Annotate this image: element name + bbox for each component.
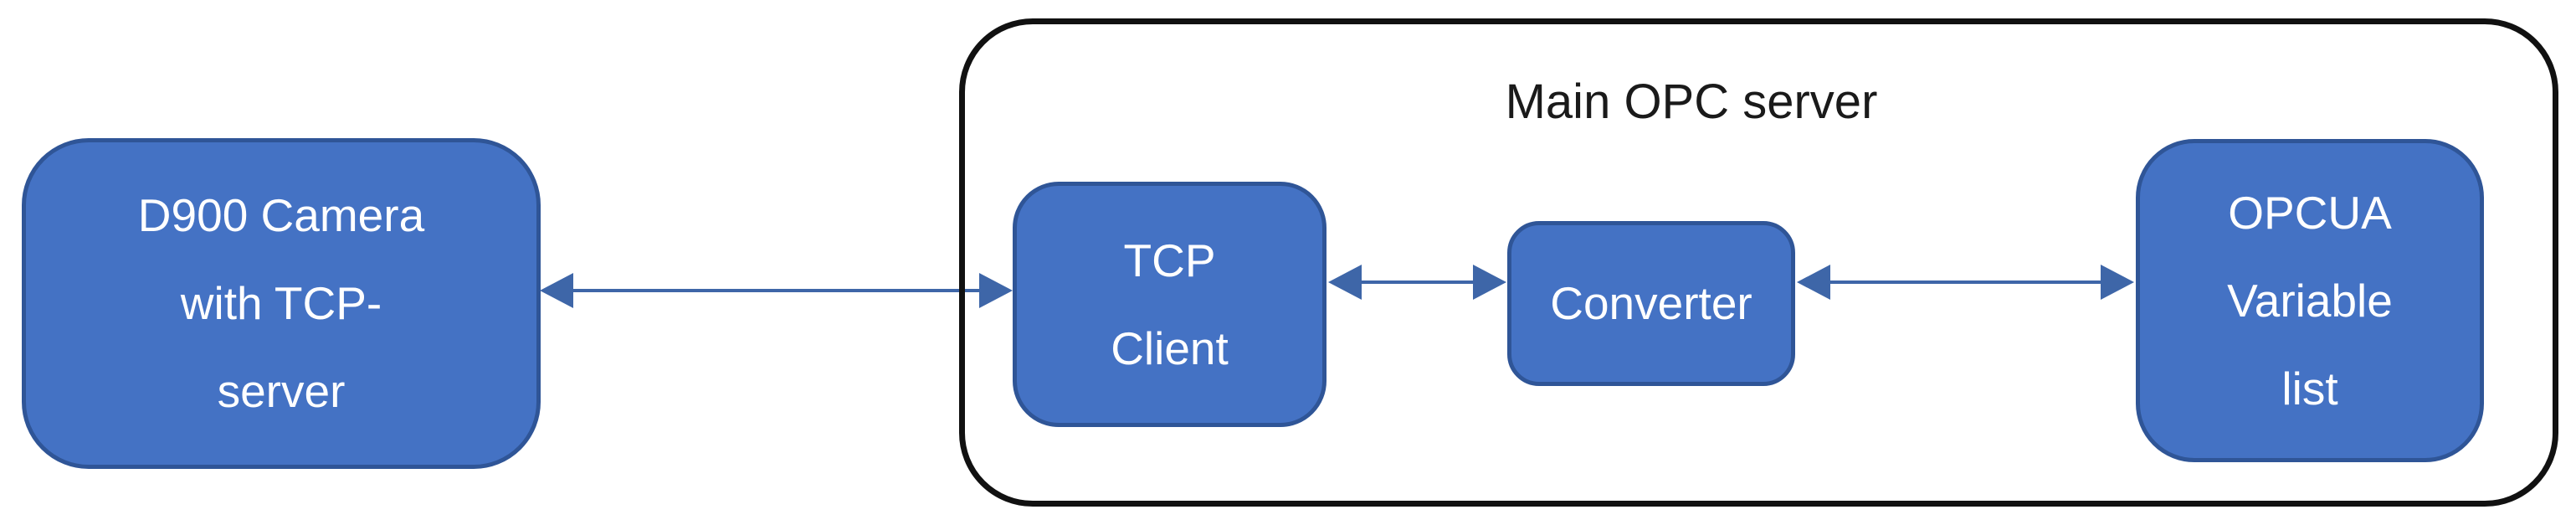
arrow-shaft xyxy=(1830,281,2101,284)
node-converter: Converter xyxy=(1507,221,1795,386)
node-opcua-label-line1: OPCUA xyxy=(2228,186,2392,239)
arrow-camera-tcpclient xyxy=(540,272,1013,309)
main-opc-server-label: Main OPC server xyxy=(1505,75,1878,129)
node-d900-camera-label-line1: D900 Camera xyxy=(137,189,425,241)
node-opcua-variable-list: OPCUA Variable list xyxy=(2136,139,2484,462)
arrowhead-right-icon xyxy=(2101,265,2134,300)
arrow-shaft xyxy=(573,289,979,292)
node-d900-camera-label-line3: server xyxy=(217,365,346,417)
arrow-tcpclient-converter xyxy=(1328,264,1506,301)
arrow-shaft xyxy=(1362,281,1473,284)
node-opcua-label-line3: list xyxy=(2281,362,2338,414)
arrowhead-left-icon xyxy=(540,273,573,308)
node-d900-camera: D900 Camera with TCP- server xyxy=(22,138,541,469)
node-tcp-client-label-line2: Client xyxy=(1111,322,1229,374)
node-d900-camera-label-line2: with TCP- xyxy=(180,277,382,329)
node-tcp-client: TCP Client xyxy=(1013,182,1326,427)
arrowhead-left-icon xyxy=(1328,265,1362,300)
arrow-converter-opcua xyxy=(1797,264,2134,301)
node-converter-label: Converter xyxy=(1550,277,1752,329)
node-tcp-client-label-line1: TCP xyxy=(1123,234,1216,286)
arrowhead-right-icon xyxy=(1473,265,1506,300)
arrowhead-left-icon xyxy=(1797,265,1830,300)
arrowhead-right-icon xyxy=(979,273,1013,308)
node-opcua-label-line2: Variable xyxy=(2227,274,2393,327)
main-opc-server-container xyxy=(959,18,2558,507)
